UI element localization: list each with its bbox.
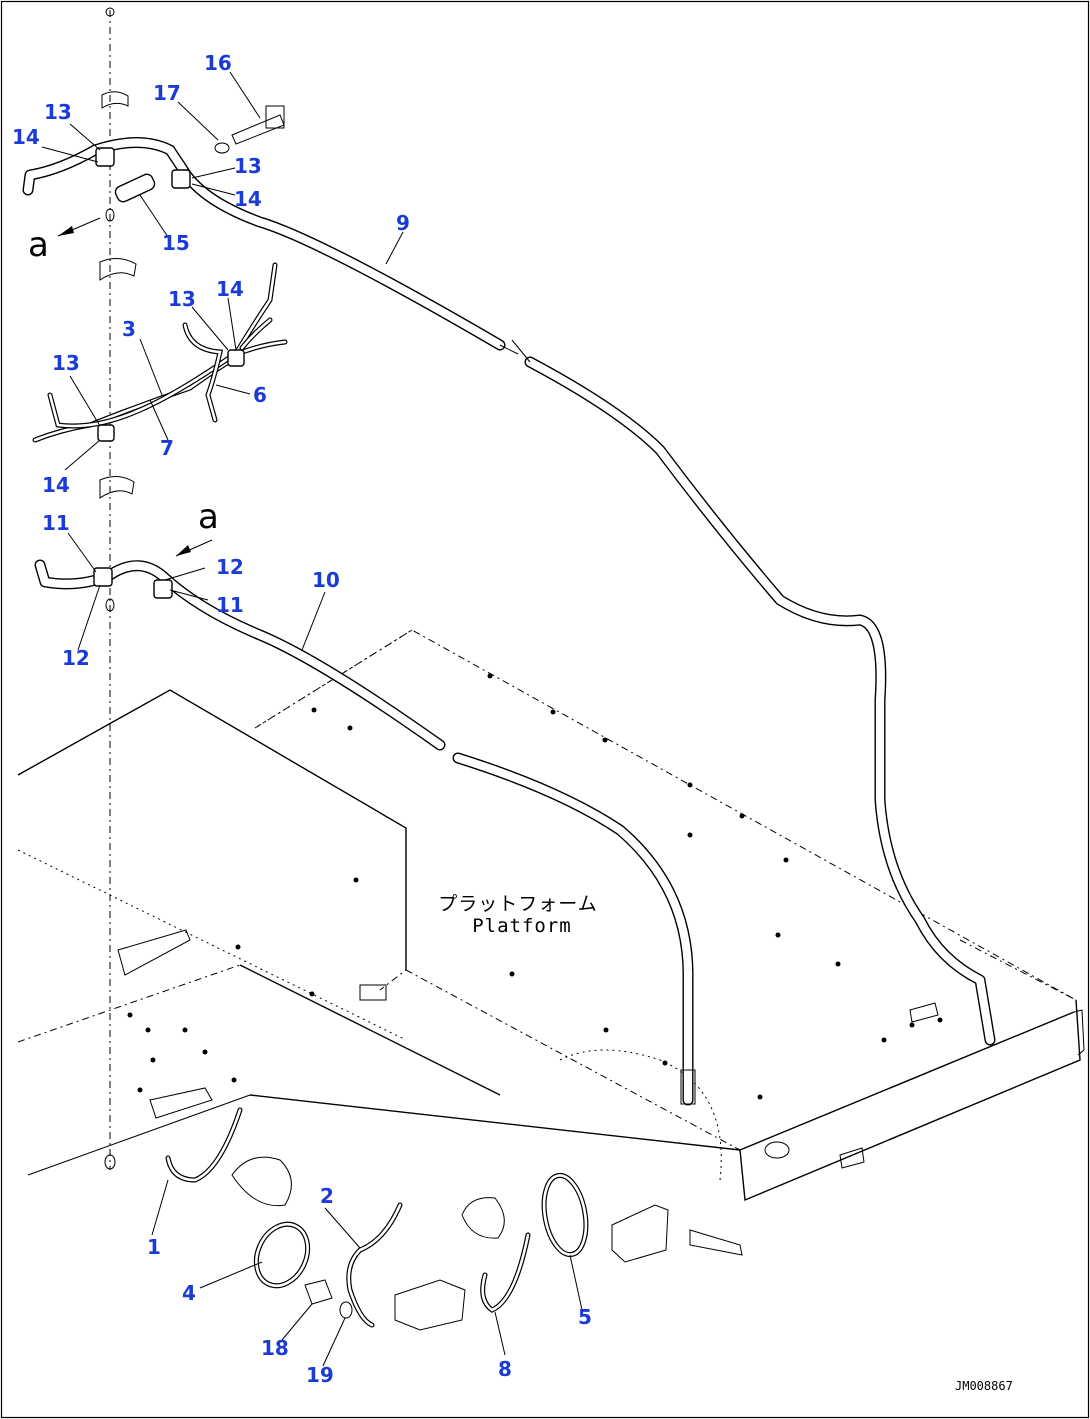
platform-label-japanese: プラットフォーム <box>438 893 597 915</box>
cable-10[interactable] <box>34 559 696 1106</box>
callout-1[interactable]: 1 <box>147 1235 161 1259</box>
platform-frame <box>17 629 1085 1202</box>
callout-5[interactable]: 5 <box>578 1305 592 1329</box>
callout-13-left[interactable]: 13 <box>52 351 80 375</box>
leader-lines <box>41 71 583 1367</box>
mount-bolts <box>99 7 137 1170</box>
callout-14-left[interactable]: 14 <box>42 473 70 497</box>
callout-12-left[interactable]: 12 <box>62 646 90 670</box>
callout-11-right[interactable]: 11 <box>216 593 244 617</box>
callout-3[interactable]: 3 <box>122 317 136 341</box>
callout-10[interactable]: 10 <box>312 568 340 592</box>
callout-9[interactable]: 9 <box>396 211 410 235</box>
svg-text:a: a <box>28 225 49 265</box>
callout-13-middle[interactable]: 13 <box>168 287 196 311</box>
callout-19[interactable]: 19 <box>306 1363 334 1387</box>
callout-2[interactable]: 2 <box>320 1184 334 1208</box>
callout-6[interactable]: 6 <box>253 383 267 407</box>
svg-text:a: a <box>198 497 219 537</box>
view-marker-a-top: a <box>28 217 101 265</box>
callouts: 1 2 3 4 5 6 7 8 9 10 11 11 12 12 13 13 1… <box>12 51 592 1387</box>
callout-14-middle[interactable]: 14 <box>216 277 244 301</box>
callout-17[interactable]: 17 <box>153 81 181 105</box>
callout-14-top-left[interactable]: 14 <box>12 125 40 149</box>
callout-13-top-right[interactable]: 13 <box>234 154 262 178</box>
callout-15[interactable]: 15 <box>162 231 190 255</box>
callout-11-left[interactable]: 11 <box>42 511 70 535</box>
callout-7[interactable]: 7 <box>160 436 174 460</box>
clamps <box>93 105 285 599</box>
wire-harness-3-6-7[interactable] <box>32 262 288 443</box>
battery-cables[interactable] <box>165 1107 743 1331</box>
platform-label-english: Platform <box>472 915 572 937</box>
callout-13-top-left[interactable]: 13 <box>44 100 72 124</box>
callout-12-right[interactable]: 12 <box>216 555 244 579</box>
callout-4[interactable]: 4 <box>182 1281 196 1305</box>
callout-16[interactable]: 16 <box>204 51 232 75</box>
callout-8[interactable]: 8 <box>498 1357 512 1381</box>
view-marker-a-bottom: a <box>175 497 219 557</box>
drawing-code: JM008867 <box>955 1379 1013 1393</box>
callout-18[interactable]: 18 <box>261 1336 289 1360</box>
callout-14-top-right[interactable]: 14 <box>234 187 262 211</box>
